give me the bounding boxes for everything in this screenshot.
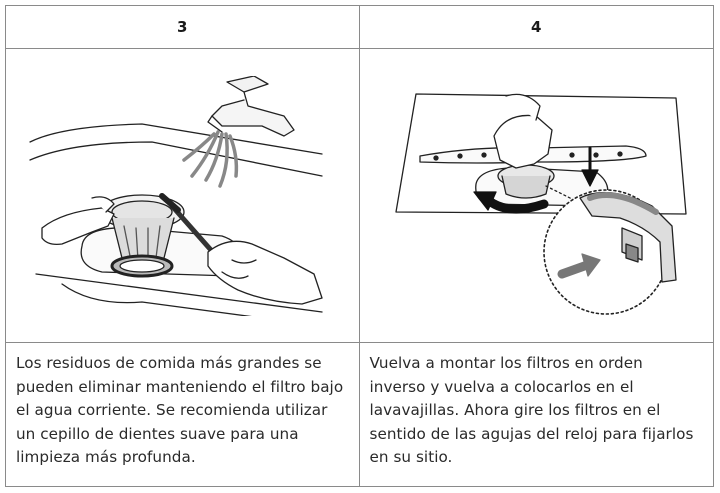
step-3-header: 3 <box>6 6 360 49</box>
step-4-header: 4 <box>359 6 713 49</box>
step-4-number: 4 <box>531 18 542 36</box>
step-3-number: 3 <box>177 18 188 36</box>
step-4-illustration <box>359 49 713 343</box>
filter-reinstall-illustration <box>395 92 687 315</box>
instruction-table: 3 4 <box>5 5 714 487</box>
filter-under-tap-illustration <box>29 75 323 316</box>
step-4-text: Vuelva a montar los filtros en orden inv… <box>369 354 694 466</box>
step-4-description: Vuelva a montar los filtros en orden inv… <box>360 343 714 486</box>
step-3-description: Los residuos de comida más grandes se pu… <box>6 343 360 486</box>
step-3-text: Los residuos de comida más grandes se pu… <box>16 354 344 466</box>
step-3-illustration <box>6 49 360 343</box>
